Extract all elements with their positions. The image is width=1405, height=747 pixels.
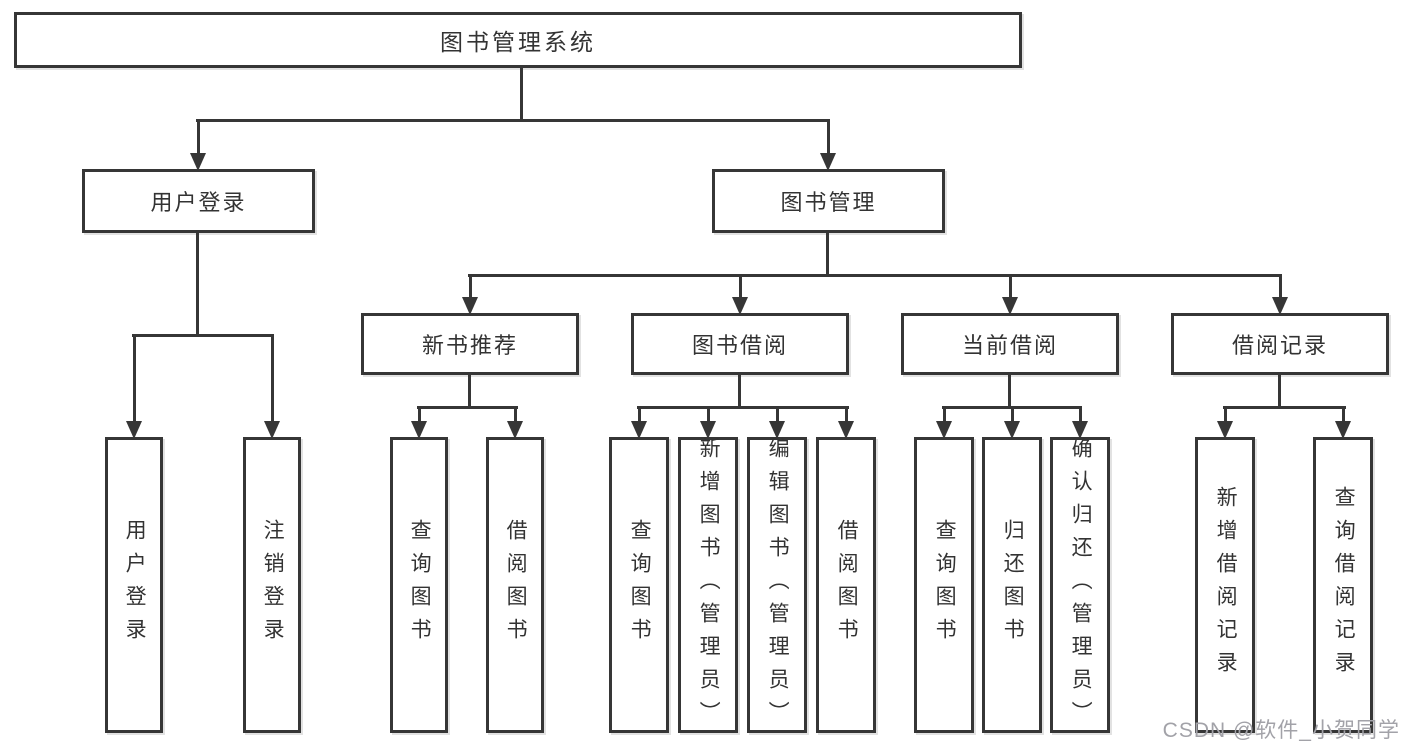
leaf-user-login: 用户登录 [105, 437, 163, 733]
leaf-add-borrow-record: 新增借阅记录 [1195, 437, 1255, 733]
leaf-label: 查询图书 [933, 519, 957, 651]
connector-book-manage-hline [468, 274, 1282, 277]
arrow-down-to-leaf-user-login [126, 337, 142, 439]
node-borrow-record: 借阅记录 [1171, 313, 1389, 375]
arrow-down-to-new-book [462, 277, 478, 315]
connector-book-manage-stem [826, 233, 829, 276]
leaf-borrow-book: 借阅图书 [486, 437, 544, 733]
arrow-down-leaf [1217, 409, 1233, 439]
arrow-down-to-book-manage [820, 122, 836, 171]
leaf-label: 用户登录 [123, 519, 147, 651]
leaf-label: 新增图书（管理员） [697, 436, 721, 734]
connector-book-borrow-hline [637, 406, 849, 409]
arrow-down-leaf [838, 409, 854, 439]
connector-root-hline [196, 119, 830, 122]
arrow-down-leaf [411, 409, 427, 439]
connector-new-book-hline [417, 406, 518, 409]
connector-book-borrow-stem [738, 375, 741, 408]
node-new-book: 新书推荐 [361, 313, 579, 375]
connector-borrow-record-hline [1223, 406, 1346, 409]
node-user-login: 用户登录 [82, 169, 315, 233]
node-label: 新书推荐 [421, 333, 518, 358]
connector-borrow-record-stem [1278, 375, 1281, 408]
arrow-down-leaf [1335, 409, 1351, 439]
connector-current-borrow-stem [1008, 375, 1011, 408]
arrow-down-to-user-login [190, 122, 206, 171]
leaf-label: 确认归还（管理员） [1069, 436, 1093, 734]
node-label: 当前借阅 [961, 333, 1058, 358]
arrow-down-to-current-borrow [1002, 277, 1018, 315]
connector-new-book-stem [468, 375, 471, 408]
arrow-down-to-book-borrow [732, 277, 748, 315]
leaf-label: 注销登录 [261, 519, 285, 651]
arrow-down-leaf [936, 409, 952, 439]
connector-current-borrow-hline [942, 406, 1082, 409]
leaf-query-book: 查询图书 [390, 437, 448, 733]
leaf-query-borrow-record: 查询借阅记录 [1313, 437, 1373, 733]
leaf-label: 查询图书 [408, 519, 432, 651]
arrow-down-leaf [1072, 409, 1088, 439]
connector-user-login-stem [196, 233, 199, 336]
connector-user-login-hline [132, 334, 274, 337]
leaf-label: 借阅图书 [504, 519, 528, 651]
csdn-watermark: CSDN @软件_小贺同学 [1162, 719, 1400, 742]
node-label: 用户登录 [150, 190, 247, 215]
leaf-logout-login: 注销登录 [243, 437, 301, 733]
leaf-query-book: 查询图书 [609, 437, 669, 733]
leaf-label: 新增借阅记录 [1214, 486, 1238, 684]
arrow-down-leaf [769, 409, 785, 439]
leaf-add-book-admin: 新增图书（管理员） [678, 436, 738, 734]
leaf-label: 编辑图书（管理员） [766, 436, 790, 734]
node-label: 图书借阅 [691, 333, 788, 358]
node-current-borrow: 当前借阅 [901, 313, 1119, 375]
arrow-down-leaf [1004, 409, 1020, 439]
node-label: 图书管理系统 [440, 29, 596, 55]
leaf-query-book: 查询图书 [914, 437, 974, 733]
leaf-label: 查询借阅记录 [1332, 486, 1356, 684]
node-book-manage: 图书管理 [712, 169, 945, 233]
arrow-down-leaf [507, 409, 523, 439]
leaf-label: 归还图书 [1001, 519, 1025, 651]
leaf-edit-book-admin: 编辑图书（管理员） [747, 436, 807, 734]
node-book-borrow: 图书借阅 [631, 313, 849, 375]
leaf-label: 借阅图书 [835, 519, 859, 651]
leaf-return-book: 归还图书 [982, 437, 1042, 733]
node-label: 图书管理 [780, 190, 877, 215]
arrow-down-to-leaf-logout [264, 337, 280, 439]
node-label: 借阅记录 [1231, 333, 1328, 358]
connector-root-stem [520, 68, 523, 122]
leaf-confirm-return-admin: 确认归还（管理员） [1050, 436, 1110, 734]
node-library-system-root: 图书管理系统 [14, 12, 1022, 68]
leaf-label: 查询图书 [628, 519, 652, 651]
arrow-down-leaf [631, 409, 647, 439]
arrow-down-leaf [700, 409, 716, 439]
arrow-down-to-borrow-record [1272, 277, 1288, 315]
leaf-borrow-book: 借阅图书 [816, 437, 876, 733]
